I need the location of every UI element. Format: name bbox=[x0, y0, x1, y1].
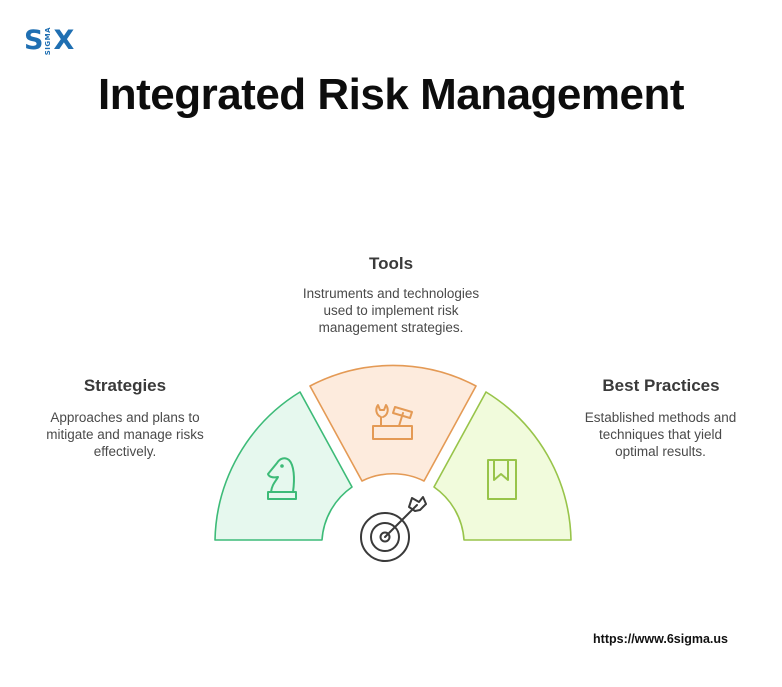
segment-best-practices bbox=[433, 391, 572, 541]
logo-letter-x: X bbox=[53, 25, 75, 56]
segment-tools bbox=[309, 364, 477, 482]
tools-heading: Tools bbox=[368, 254, 414, 273]
page-title: Integrated Risk Management bbox=[97, 70, 685, 119]
six-sigma-logo: S SIGMA X bbox=[24, 26, 74, 56]
best-practices-description: Established methods and techniques that … bbox=[584, 410, 737, 459]
best-practices-heading: Best Practices bbox=[602, 376, 720, 395]
chess-knight-icon bbox=[267, 457, 297, 500]
strategies-heading: Strategies bbox=[83, 376, 167, 395]
strategies-description: Approaches and plans to mitigate and man… bbox=[46, 410, 204, 459]
logo-letter-s: S bbox=[24, 25, 44, 56]
toolbox-icon bbox=[372, 404, 413, 440]
target-arrow-icon bbox=[360, 496, 427, 562]
tools-description: Instruments and technologies used to imp… bbox=[302, 286, 480, 335]
footer-url[interactable]: https://www.6sigma.us bbox=[593, 632, 728, 646]
bookmark-book-icon bbox=[487, 459, 517, 500]
